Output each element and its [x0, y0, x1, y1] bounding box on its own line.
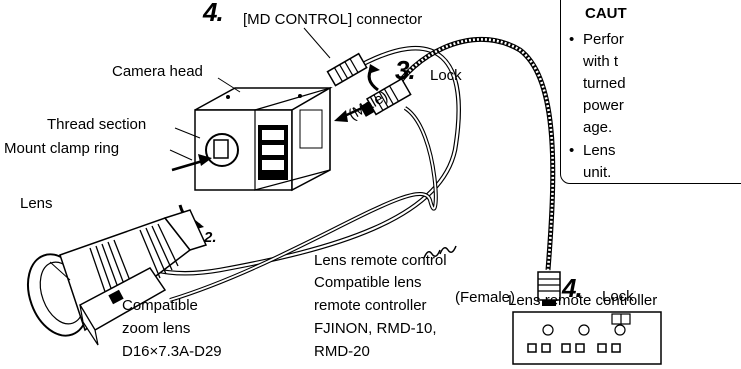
- caution-b1-line5: age.: [583, 119, 613, 136]
- caution-b2-line2: unit.: [583, 164, 612, 181]
- caution-title: CAUT: [585, 5, 627, 22]
- zoom-text-line3: D16×7.3A-D29: [122, 343, 222, 360]
- zoom-text-line1: Compatible: [122, 297, 198, 314]
- step4-top-number: 4.: [203, 0, 224, 27]
- lens-remote-controller-label: Lens remote controller: [508, 292, 658, 309]
- lock-label-top: Lock: [430, 67, 462, 84]
- caution-bullet-2: •: [569, 142, 575, 159]
- lock-label-bottom: Lock: [602, 288, 634, 305]
- remote-text-line4: FJINON, RMD-10,: [314, 320, 437, 337]
- lens-remote-controller: [512, 311, 662, 365]
- remote-cable: [392, 36, 556, 271]
- remote-text-line3: remote controller: [314, 297, 427, 314]
- camera-head-label: Camera head: [112, 63, 203, 80]
- lens-label: Lens: [20, 195, 53, 212]
- step2-number: 2.: [204, 229, 217, 246]
- female-label: (Female): [455, 289, 516, 306]
- cable-break-mark: [423, 245, 457, 259]
- thread-section-label: Thread section: [47, 116, 147, 133]
- caution-b1-line1: Perfor: [583, 31, 624, 48]
- zoom-lens: [27, 209, 208, 346]
- remote-text-line5: RMD-20: [314, 343, 370, 360]
- md-control-plug: [326, 52, 368, 87]
- male-plug: [359, 77, 412, 117]
- md-control-connector-label: [MD CONTROL] connector: [243, 11, 423, 28]
- camera-head: [194, 86, 333, 192]
- caution-bullet-1: •: [569, 31, 575, 48]
- mount-clamp-ring-label: Mount clamp ring: [4, 140, 120, 157]
- step3-number: 3.: [395, 55, 416, 85]
- caution-b1-line2: with t: [583, 53, 619, 70]
- step4-bottom-number: 4.: [562, 273, 583, 303]
- female-plug: [537, 271, 561, 306]
- caution-b1-line4: power: [583, 97, 624, 114]
- remote-text-line1: Lens remote control: [314, 252, 447, 269]
- caution-box: CAUT • Perfor with t turned power age. •…: [560, 0, 741, 184]
- zoom-text-line2: zoom lens: [122, 320, 191, 337]
- caution-b1-line3: turned: [583, 75, 626, 92]
- remote-text-line2: Compatible lens: [314, 274, 422, 291]
- caution-b2-line1: Lens: [583, 142, 616, 159]
